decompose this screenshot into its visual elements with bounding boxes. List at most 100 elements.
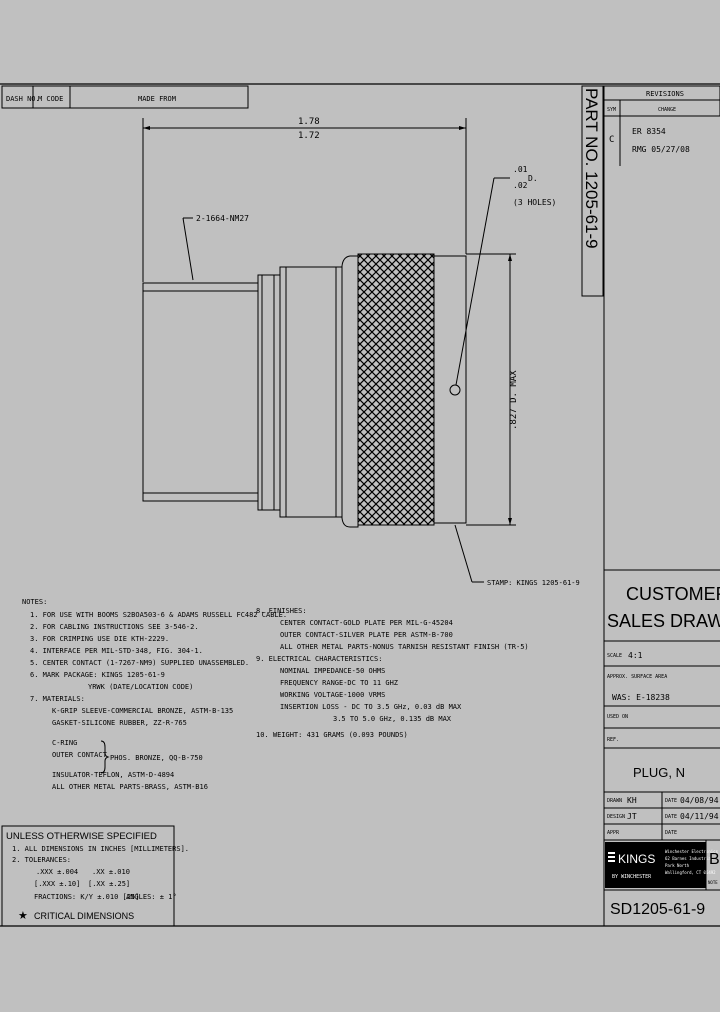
tol-line-2: 2. TOLERANCES: (12, 856, 71, 864)
tol-xx: .XX ±.010 (92, 868, 130, 876)
note-line: INSERTION LOSS - DC TO 3.5 GHz, 0.03 dB … (280, 703, 462, 711)
star-icon: ★ (18, 910, 28, 922)
address-2: 62 Barnes Industrial (665, 856, 714, 861)
title-block: CUSTOMER SALES DRAWING SCALE 4:1 APPROX.… (604, 569, 720, 918)
revisions-table: REVISIONS SYM CHANGE C ER 8354 RMG 05/27… (603, 85, 720, 926)
notes-heading: NOTES: (22, 598, 47, 606)
note-line: 6. MARK PACKAGE: KINGS 1205-61-9 (30, 671, 165, 679)
made-from-label: MADE FROM (138, 95, 176, 103)
scale-value: 4:1 (628, 651, 643, 660)
note-line: 10. WEIGHT: 431 GRAMS (0.093 POUNDS) (256, 731, 408, 739)
rev-change-2: RMG 05/27/08 (632, 145, 690, 154)
dimension-length: 1.78 1.72 (142, 117, 467, 282)
design-date-label: DATE (665, 814, 677, 820)
tol-xxx: .XXX ±.004 (36, 868, 78, 876)
rev-change-head: CHANGE (658, 107, 676, 113)
note-line: OUTER CONTACT (52, 751, 108, 759)
tol-fractions: FRACTIONS: K/Y ±.010 [25] (34, 893, 139, 901)
tol-angles: ANGLES: ± 1° (126, 893, 177, 901)
stamp-label: STAMP: KINGS 1205-61-9 (487, 579, 580, 587)
note-line: 9. ELECTRICAL CHARACTERISTICS: (256, 655, 382, 663)
revisions-title: REVISIONS (646, 90, 684, 98)
thread-label: 2-1664-NM27 (196, 214, 249, 223)
rev-sym-head: SYM (607, 107, 616, 113)
rev-sym: C (609, 135, 614, 145)
tol-line-1: 1. ALL DIMENSIONS IN INCHES [MILLIMETERS… (12, 845, 189, 853)
note-line: 5. CENTER CONTACT (1-7267-NM9) SUPPLIED … (30, 659, 249, 667)
note-line: 8. FINISHES: (256, 607, 307, 615)
hole-count: (3 HOLES) (513, 198, 556, 207)
drawn-by: KH (627, 796, 637, 805)
note-line: INSULATOR-TEFLON, ASTM-D-4894 (52, 771, 174, 779)
drawn-date: 04/08/94 (680, 796, 719, 805)
note-line: CENTER CONTACT-GOLD PLATE PER MIL-G-4520… (280, 619, 453, 627)
note-line: WORKING VOLTAGE-1000 VRMS (280, 691, 385, 699)
used-on-label: USED ON (607, 714, 628, 720)
note-line: C-RING (52, 739, 77, 747)
appr-label: APPR (607, 830, 620, 836)
note-line: PHOS. BRONZE, QQ-B-750 (110, 754, 203, 762)
was-label: WAS: E-18238 (612, 693, 670, 702)
note-line: 1. FOR USE WITH BOOMS S2BOA503-6 & ADAMS… (30, 611, 287, 619)
note-line: NOMINAL IMPEDANCE-50 OHMS (280, 667, 385, 675)
logo-bars-icon (608, 852, 615, 862)
address-1: Winchester Electronics (665, 849, 719, 854)
note-line: 3. FOR CRIMPING USE DIE KTH-2229. (30, 635, 169, 643)
kings-logo (605, 842, 662, 888)
company-sub: BY WINCHESTER (612, 874, 652, 880)
sheet-size: B (709, 851, 720, 868)
customer-title: CUSTOMER (626, 584, 720, 604)
note-line: OUTER CONTACT-SILVER PLATE PER ASTM-B-70… (280, 631, 453, 639)
length-max: 1.78 (298, 117, 320, 127)
appr-date-label: DATE (665, 830, 677, 836)
note-line: ALL OTHER METAL PARTS-BRASS, ASTM-B16 (52, 783, 208, 791)
address-3: Park North (665, 863, 690, 868)
drawn-label: DRAWN (607, 798, 622, 804)
rev-change-1: ER 8354 (632, 127, 666, 136)
note-line: GASKET-SILICONE RUBBER, ZZ-R-765 (52, 719, 187, 727)
design-date: 04/11/94 (680, 812, 719, 821)
drawing-number: SD1205-61-9 (610, 901, 705, 918)
scale-label: SCALE (607, 653, 622, 659)
part-number: PART NO. 1205-61-9 (582, 88, 601, 249)
sales-drawing-title: SALES DRAWING (607, 611, 720, 631)
thread-callout: 2-1664-NM27 (182, 214, 249, 281)
tol-mm-1: [.XXX ±.10] (34, 880, 80, 888)
design-by: JT (627, 812, 637, 821)
part-name: PLUG, N (633, 765, 685, 780)
connector-drawing (142, 253, 467, 528)
tol-mm-2: [.XX ±.25] (88, 880, 130, 888)
sheet-size-note: NOTE (708, 880, 718, 885)
notes-right: 8. FINISHES: CENTER CONTACT-GOLD PLATE P… (256, 607, 529, 739)
approx-area-label: APPROX. SURFACE AREA (607, 674, 667, 680)
ref-label: REF. (607, 737, 619, 743)
length-min: 1.72 (298, 131, 320, 141)
vent-hole (449, 384, 461, 396)
m-code-label: M CODE (38, 95, 63, 103)
note-line: YRWK (DATE/LOCATION CODE) (88, 683, 193, 691)
note-line: FREQUENCY RANGE-DC TO 11 GHZ (280, 679, 398, 687)
note-line: 2. FOR CABLING INSTRUCTIONS SEE 3-546-2. (30, 623, 199, 631)
knurl-band (357, 253, 435, 526)
hole-tol-bottom: .02 (513, 181, 528, 190)
drawn-date-label: DATE (665, 798, 677, 804)
note-line: 4. INTERFACE PER MIL-STD-348, FIG. 304-1… (30, 647, 203, 655)
address-4: Wallingford, CT 06492 (665, 870, 716, 875)
hole-d: D. (528, 174, 538, 183)
hole-tol-top: .01 (513, 165, 528, 174)
design-label: DESIGN (607, 814, 625, 820)
note-line: K-GRIP SLEEVE-COMMERCIAL BRONZE, ASTM-B-… (52, 707, 233, 715)
stamp-callout: STAMP: KINGS 1205-61-9 (454, 524, 580, 587)
note-line: 7. MATERIALS: (30, 695, 85, 703)
tolerances-block: UNLESS OTHERWISE SPECIFIED 1. ALL DIMENS… (1, 825, 189, 927)
dash-no-label: DASH NO. (6, 95, 40, 103)
critical-dimensions: CRITICAL DIMENSIONS (34, 911, 134, 921)
diameter-label: .827 D. MAX (509, 370, 519, 430)
hole-callout: .01 .02 D. (3 HOLES) (455, 165, 556, 386)
tolerances-heading: UNLESS OTHERWISE SPECIFIED (6, 831, 157, 842)
dimension-diameter: .827 D. MAX (466, 253, 519, 526)
note-line: ALL OTHER METAL PARTS-NONUS TARNISH RESI… (280, 643, 529, 651)
part-number-box: PART NO. 1205-61-9 (581, 85, 604, 297)
title-strip: DASH NO. M CODE MADE FROM (1, 85, 249, 109)
